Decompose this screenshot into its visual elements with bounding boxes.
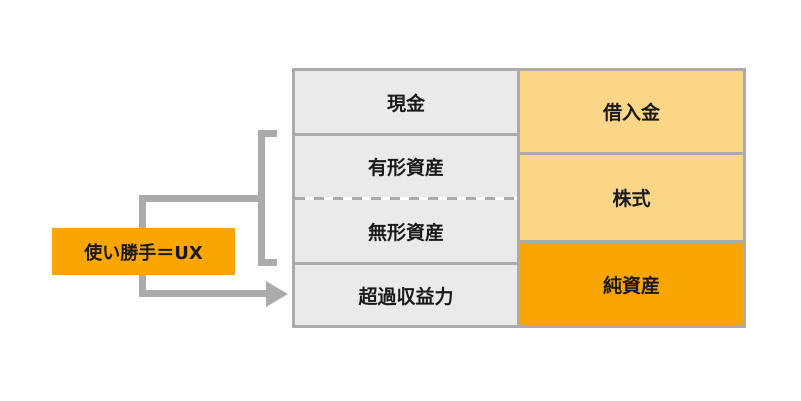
row-divider bbox=[295, 133, 517, 136]
arrow-head-icon bbox=[266, 281, 288, 307]
dashed-row-divider bbox=[295, 197, 517, 200]
cell-borrowings-label: 借入金 bbox=[602, 102, 660, 124]
arrow-shaft bbox=[139, 290, 267, 297]
ux-label-text: 使い勝手＝UX bbox=[84, 242, 203, 264]
connector-top-line bbox=[139, 195, 265, 202]
bracket-top-tick bbox=[258, 130, 277, 137]
column-divider bbox=[517, 71, 520, 325]
cell-excess-earning-power-label: 超過収益力 bbox=[358, 285, 454, 308]
row-divider bbox=[295, 262, 517, 265]
cell-tangible-assets-label: 有形資産 bbox=[367, 157, 444, 179]
cell-net-assets: 純資産 bbox=[520, 243, 743, 325]
cell-net-assets-label: 純資産 bbox=[602, 274, 660, 297]
cell-stock: 株式 bbox=[520, 155, 743, 240]
balance-sheet-table: 現金 有形資産 無形資産 超過収益力 借入金 株式 bbox=[292, 68, 746, 328]
cell-borrowings: 借入金 bbox=[520, 71, 743, 152]
cell-cash-label: 現金 bbox=[386, 92, 425, 115]
bracket-line bbox=[258, 130, 265, 266]
ux-label-box: 使い勝手＝UX bbox=[52, 228, 235, 275]
row-divider bbox=[520, 240, 743, 243]
row-divider bbox=[520, 152, 743, 155]
cell-stock-label: 株式 bbox=[612, 188, 651, 210]
cell-excess-earning-power: 超過収益力 bbox=[295, 265, 517, 325]
cell-intangible-assets: 無形資産 bbox=[295, 200, 517, 262]
cell-cash: 現金 bbox=[295, 71, 517, 133]
assets-column: 現金 有形資産 無形資産 超過収益力 bbox=[295, 71, 517, 325]
bracket-bottom-tick bbox=[258, 259, 277, 266]
cell-tangible-assets: 有形資産 bbox=[295, 136, 517, 197]
cell-intangible-assets-label: 無形資産 bbox=[367, 221, 444, 244]
liabilities-column: 借入金 株式 純資産 bbox=[520, 71, 743, 325]
